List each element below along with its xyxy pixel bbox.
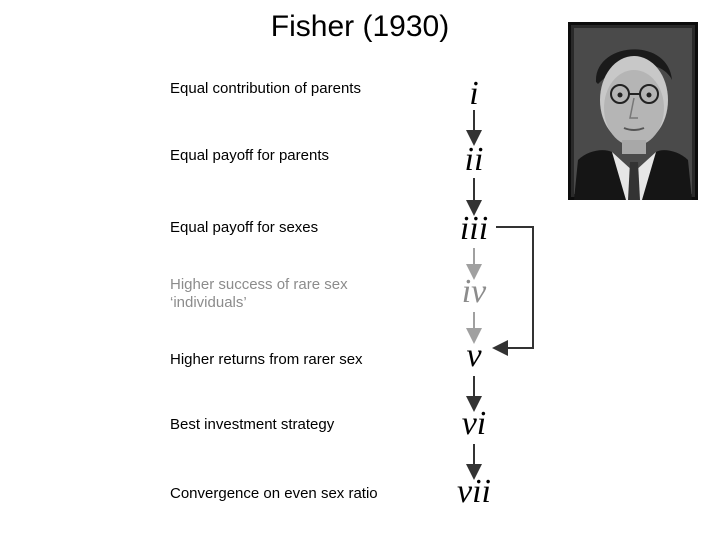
numeral-iii: iii	[459, 210, 489, 247]
step-4-label-line1: Higher success of rare sex	[170, 276, 348, 293]
arrow-iii-to-v-bracket	[492, 226, 534, 356]
fisher-portrait-photo	[568, 22, 698, 200]
step-1-label: Equal contribution of parents	[170, 80, 361, 97]
numeral-v: v	[466, 337, 482, 374]
step-7-label: Convergence on even sex ratio	[170, 485, 378, 502]
step-2-label: Equal payoff for parents	[170, 147, 329, 164]
numeral-i: i	[469, 75, 479, 112]
step-3-label: Equal payoff for sexes	[170, 219, 319, 236]
step-4-label-line2: ‘individuals’	[170, 294, 247, 311]
step-6-label: Best investment strategy	[170, 416, 335, 433]
numeral-iv: iv	[461, 273, 487, 310]
numeral-vii: vii	[457, 473, 491, 510]
numeral-vi: vi	[461, 405, 487, 442]
numeral-ii: ii	[464, 141, 484, 178]
step-5-label: Higher returns from rarer sex	[170, 351, 363, 368]
page-title: Fisher (1930)	[270, 10, 450, 43]
